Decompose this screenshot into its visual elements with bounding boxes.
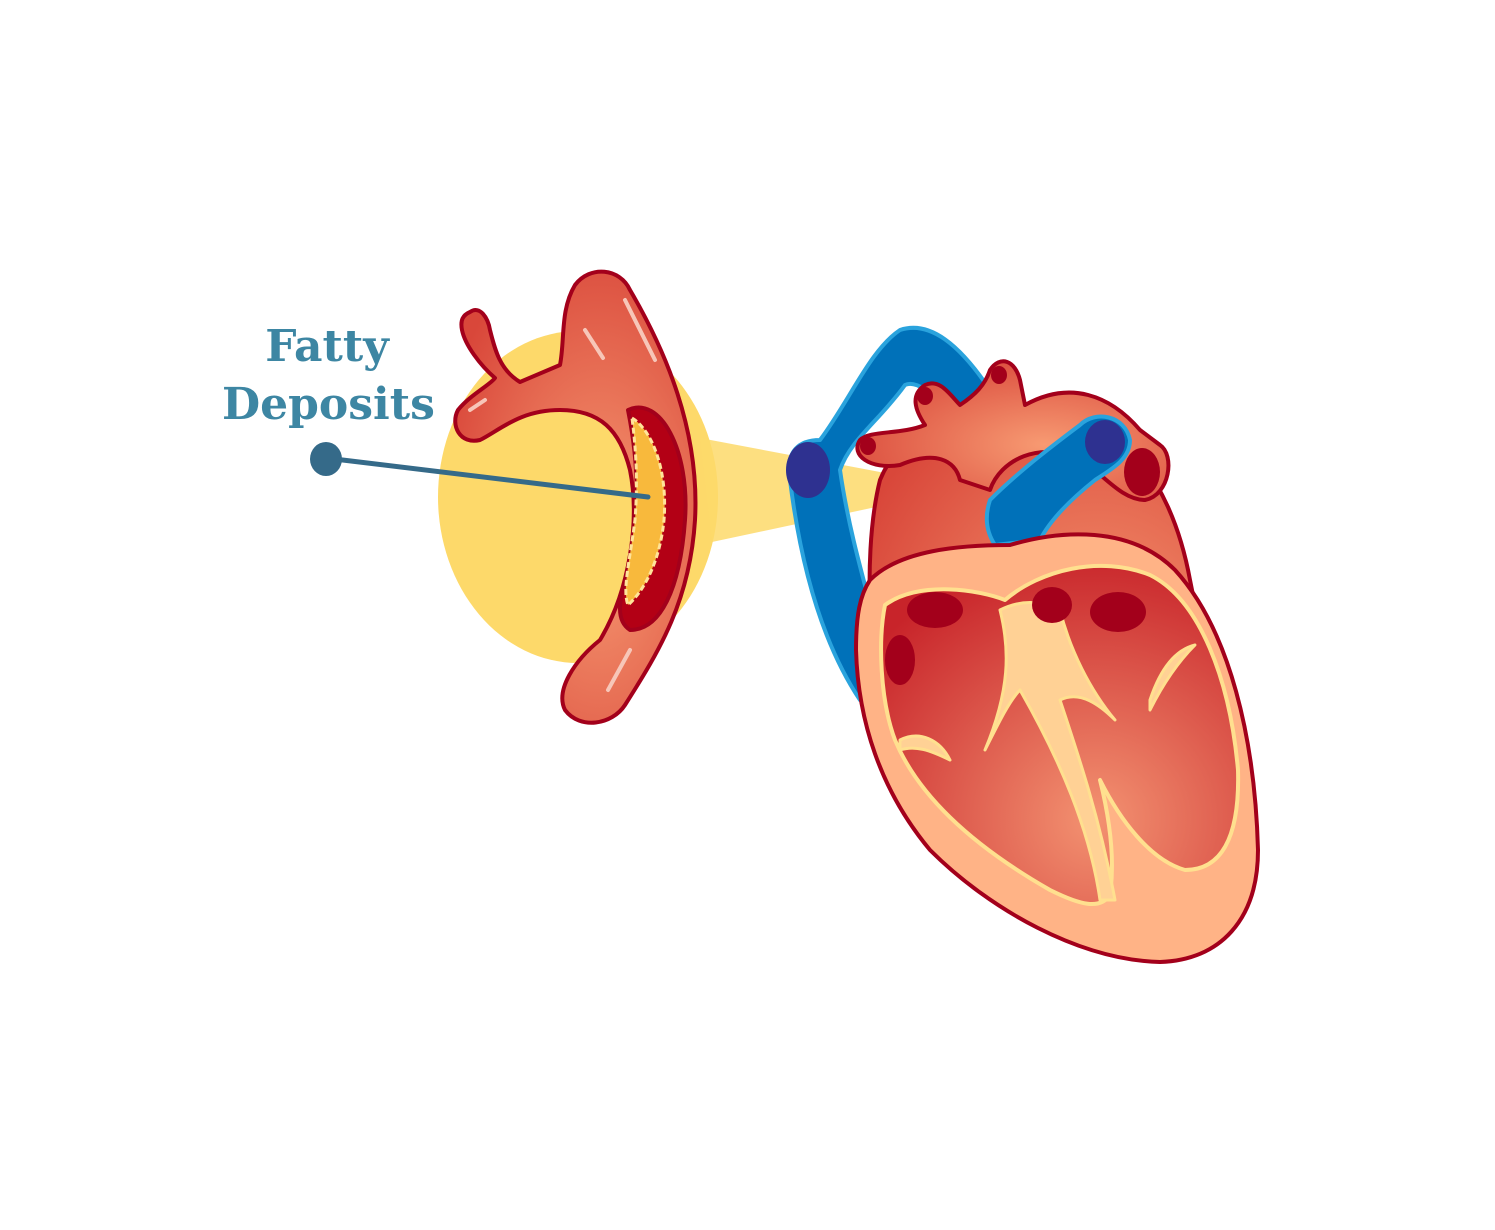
- label-line-1: Fatty: [265, 321, 389, 372]
- label-pointer: [310, 442, 651, 500]
- label-line-2: Deposits: [222, 379, 435, 430]
- fatty-deposits-label: Fatty Deposits: [222, 318, 435, 434]
- artery-section: [453, 269, 698, 725]
- heart: [786, 325, 1260, 964]
